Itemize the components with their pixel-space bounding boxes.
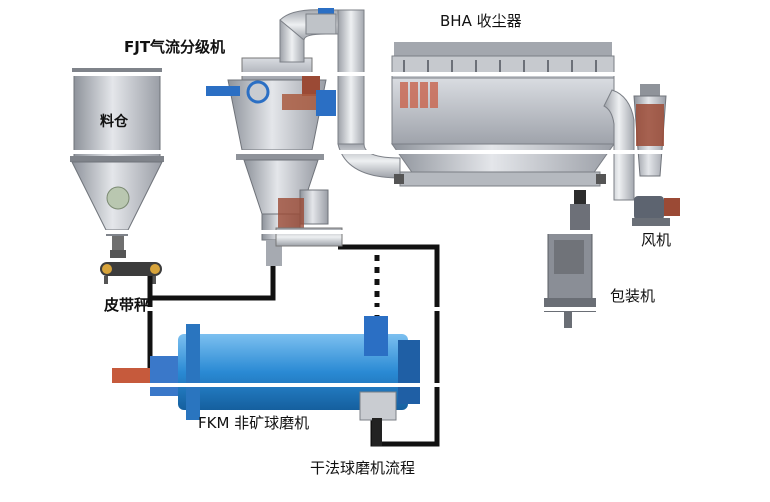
label-silo: 料仓 bbox=[100, 113, 129, 130]
fan bbox=[632, 84, 680, 226]
label-fan: 风机 bbox=[641, 231, 671, 249]
label-classifier: FJT气流分级机 bbox=[124, 38, 225, 56]
belt-scale bbox=[100, 236, 162, 284]
classifier-outlet-pipe bbox=[279, 8, 401, 179]
diagram-caption: 干法球磨机流程 bbox=[310, 459, 415, 477]
label-belt-scale: 皮带秤 bbox=[104, 296, 149, 314]
label-collector: BHA 收尘器 bbox=[440, 12, 522, 30]
silo bbox=[70, 68, 164, 236]
label-ball-mill: FKM 非矿球磨机 bbox=[198, 414, 309, 432]
air-classifier bbox=[206, 57, 343, 266]
ball-mill bbox=[112, 316, 420, 446]
label-packer: 包装机 bbox=[610, 287, 655, 305]
bag-collector bbox=[391, 42, 635, 201]
scan-stripes bbox=[0, 72, 770, 387]
